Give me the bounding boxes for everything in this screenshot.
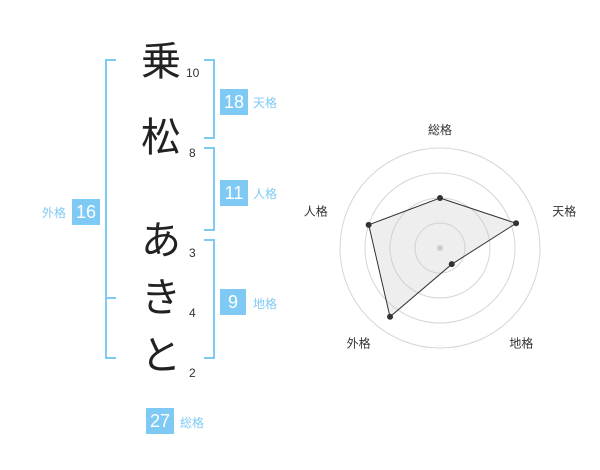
radar-point <box>513 220 520 227</box>
radar-ring <box>339 147 541 349</box>
gaikaku-label: 外格 <box>42 206 67 220</box>
tenkaku-bracket <box>204 59 215 139</box>
name-char-1: 乗 <box>141 39 181 85</box>
radar-point <box>365 221 372 228</box>
radar-point <box>387 313 394 320</box>
radar-ring <box>414 222 466 274</box>
gaikaku-bracket <box>105 59 116 359</box>
radar-axis-label: 外格 <box>347 336 371 351</box>
stroke-count-3: 3 <box>189 246 196 260</box>
name-char-4: き <box>141 275 181 321</box>
name-char-5: と <box>141 333 181 379</box>
soukaku-value-box: 27 <box>146 408 174 434</box>
stroke-count-5: 2 <box>189 366 196 380</box>
stroke-count-4: 4 <box>189 306 196 320</box>
stroke-count-2: 8 <box>189 146 196 160</box>
soukaku-label: 総格 <box>180 416 205 430</box>
radar-axis-label: 人格 <box>304 204 328 219</box>
tenkaku-value-box: 18 <box>220 89 248 115</box>
jinkaku-bracket <box>204 147 215 231</box>
jinkaku-value-box: 11 <box>220 180 248 206</box>
name-char-2: 松 <box>141 115 181 161</box>
jinkaku-label: 人格 <box>253 187 278 201</box>
radar-axis-label: 地格 <box>509 336 533 351</box>
chikaku-value-box: 9 <box>220 289 246 315</box>
radar-ring <box>364 172 516 324</box>
gaikaku-value-box: 16 <box>72 199 100 225</box>
radar-polygon <box>368 197 518 318</box>
name-char-3: あ <box>141 218 181 264</box>
radar-axis-label: 総格 <box>428 122 452 137</box>
tenkaku-label: 天格 <box>253 96 278 110</box>
chikaku-bracket <box>204 239 215 359</box>
radar-axis-label: 天格 <box>552 204 576 219</box>
stroke-count-1: 10 <box>186 66 200 80</box>
radar-point <box>448 261 455 268</box>
radar-point <box>437 195 443 201</box>
radar-center-dot <box>437 245 443 251</box>
brackets <box>105 59 215 359</box>
chikaku-label: 地格 <box>253 297 278 311</box>
